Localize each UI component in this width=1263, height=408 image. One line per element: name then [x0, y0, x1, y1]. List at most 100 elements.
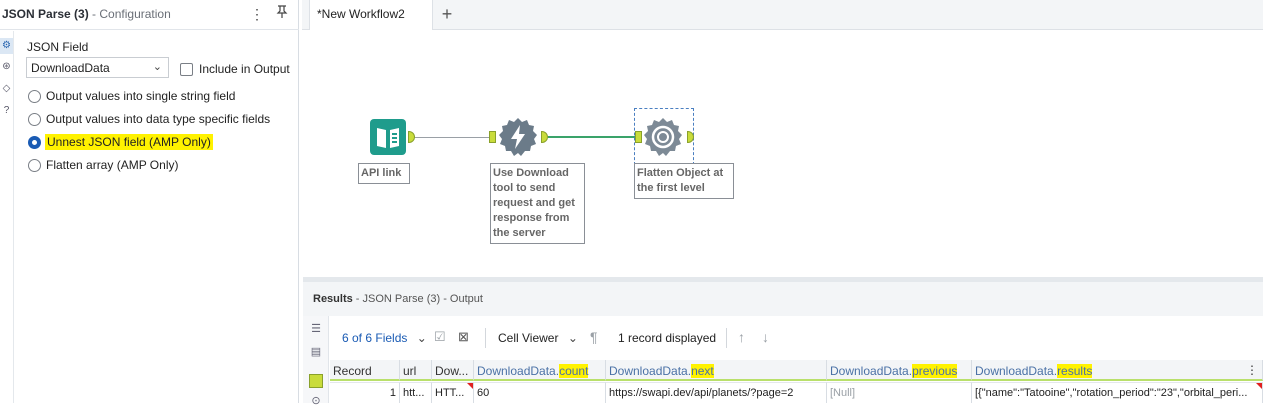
input-anchor-icon[interactable]: ⊙	[311, 395, 321, 407]
tool-label-line: API link	[361, 167, 402, 179]
output-anchor[interactable]	[408, 131, 415, 143]
column-header-text: Dow...	[435, 364, 469, 378]
results-side-toolbar: ☰ ▤ ⊙	[303, 316, 329, 407]
output-anchor[interactable]	[541, 131, 548, 143]
tool-label-download[interactable]: Use Download tool to send request and ge…	[490, 163, 585, 244]
tool-label-api-link[interactable]: API link	[358, 163, 410, 184]
option-flatten-radio[interactable]	[28, 159, 41, 172]
results-grid: Record url Dow... DownloadData.count Dow…	[330, 360, 1263, 403]
truncated-indicator-icon	[1256, 383, 1262, 389]
cell-next[interactable]: https://swapi.dev/api/planets/?page=2	[606, 382, 827, 403]
column-header-prefix: DownloadData.	[609, 364, 692, 378]
help-icon[interactable]: ?	[3, 105, 10, 116]
more-options-icon[interactable]: ⋮	[250, 6, 264, 22]
list-icon[interactable]: ☰	[311, 323, 321, 335]
column-header-suffix: next	[691, 364, 714, 378]
tag-icon[interactable]: ◇	[2, 83, 11, 94]
cell-results[interactable]: [{"name":"Tatooine","rotation_period":"2…	[972, 382, 1263, 403]
option-unnest-label: Unnest JSON field (AMP Only)	[45, 134, 213, 150]
include-in-output-label: Include in Output	[199, 62, 290, 76]
clear-filter-icon[interactable]: ⊠	[458, 329, 469, 344]
json-parse-icon[interactable]	[643, 117, 683, 157]
cell-text: htt...	[403, 387, 425, 399]
cell-viewer-dropdown[interactable]: Cell Viewer ⌄	[498, 331, 578, 345]
config-subtitle: - Configuration	[88, 7, 171, 21]
column-header-text: Record	[333, 364, 372, 378]
column-header-prefix: DownloadData.	[830, 364, 913, 378]
results-title-main: Results	[313, 293, 353, 305]
include-in-output-checkbox[interactable]	[180, 63, 193, 76]
json-field-value: DownloadData	[31, 61, 110, 75]
add-tab-button[interactable]: +	[441, 4, 453, 24]
json-field-select[interactable]: DownloadData ⌄	[26, 57, 169, 78]
tab-new-workflow2[interactable]: *New Workflow2	[309, 0, 433, 30]
pin-icon[interactable]	[273, 4, 291, 24]
connection-icon[interactable]: ⊛	[2, 61, 11, 72]
config-title: JSON Parse (3) - Configuration	[2, 7, 171, 21]
more-options-icon[interactable]: ⋮	[1246, 363, 1258, 377]
configuration-panel: JSON Parse (3) - Configuration ⋮ ⚙ ⊛ ◇ ?…	[0, 0, 299, 403]
column-header-record[interactable]: Record	[330, 360, 400, 381]
tool-label-line: Flatten Object at	[637, 167, 724, 179]
config-side-toolbar: ⚙ ⊛ ◇ ?	[0, 31, 14, 403]
option-single-string-label: Output values into single string field	[46, 89, 236, 103]
tool-label-line: request and get	[493, 197, 575, 209]
cell-url[interactable]: htt...	[400, 382, 432, 403]
tool-label-line: tool to send	[493, 182, 556, 194]
json-field-label: JSON Field	[27, 40, 89, 54]
results-title: Results - JSON Parse (3) - Output	[313, 293, 483, 305]
column-header-prefix: DownloadData.	[975, 364, 1058, 378]
workflow-tab-bar	[302, 0, 1263, 30]
cell-count[interactable]: 60	[474, 382, 606, 403]
connection-line-1	[414, 137, 490, 138]
option-unnest-radio[interactable]	[28, 136, 41, 149]
lightning-icon[interactable]	[498, 117, 538, 157]
column-header-count[interactable]: DownloadData.count	[474, 360, 606, 381]
column-header-results[interactable]: DownloadData.results⋮	[972, 360, 1263, 381]
cell-record[interactable]: 1	[330, 382, 400, 403]
output-anchor-icon[interactable]	[309, 374, 323, 388]
column-header-downloaddata[interactable]: Dow...	[432, 360, 474, 381]
results-subtitle: - JSON Parse (3) - Output	[352, 293, 483, 305]
edit-icon[interactable]: ☑	[434, 329, 446, 344]
connection-line-2	[548, 136, 636, 138]
tool-label-flatten[interactable]: Flatten Object at the first level	[634, 163, 734, 199]
fields-dropdown[interactable]: 6 of 6 Fields ⌄	[342, 331, 427, 345]
toolbar-separator	[485, 328, 486, 348]
cell-downloaddata[interactable]: HTT...	[432, 382, 474, 403]
input-anchor[interactable]	[635, 131, 642, 143]
fields-dropdown-label: 6 of 6 Fields	[342, 331, 408, 345]
column-header-suffix: previous	[912, 364, 958, 378]
option-data-type-radio[interactable]	[28, 113, 41, 126]
tool-label-line: Use Download	[493, 167, 569, 179]
chevron-down-icon: ⌄	[416, 331, 427, 345]
tool-label-line: the server	[493, 227, 546, 239]
records-count: 1 record displayed	[618, 331, 717, 345]
tool-label-line: the first level	[637, 182, 705, 194]
book-icon[interactable]	[369, 118, 407, 156]
input-anchor[interactable]	[489, 131, 496, 143]
gear-icon[interactable]: ⚙	[0, 38, 13, 54]
toolbar-separator	[726, 328, 727, 348]
column-header-text: url	[403, 364, 417, 378]
workflow-canvas[interactable]: API link Use Download tool to send reque…	[303, 31, 1263, 277]
column-header-url[interactable]: url	[400, 360, 432, 381]
option-single-string-radio[interactable]	[28, 90, 41, 103]
column-header-prefix: DownloadData.	[477, 364, 560, 378]
chevron-down-icon: ⌄	[567, 331, 578, 345]
cell-previous[interactable]: [Null]	[827, 382, 972, 403]
column-header-next[interactable]: DownloadData.next	[606, 360, 827, 381]
pilcrow-icon[interactable]: ¶	[590, 329, 598, 345]
chevron-down-icon: ⌄	[152, 61, 162, 73]
config-tool-name: JSON Parse (3)	[2, 7, 89, 21]
panel-splitter[interactable]	[303, 277, 1263, 282]
cell-viewer-label: Cell Viewer	[498, 331, 559, 345]
message-icon[interactable]: ▤	[310, 346, 322, 358]
truncated-indicator-icon	[467, 383, 473, 389]
arrow-down-icon[interactable]: ↓	[762, 329, 769, 345]
arrow-up-icon[interactable]: ↑	[738, 329, 745, 345]
column-header-previous[interactable]: DownloadData.previous	[827, 360, 972, 381]
tool-label-line: response from	[493, 212, 570, 224]
cell-text: [{"name":"Tatooine","rotation_period":"2…	[975, 387, 1248, 399]
tab-label: *New Workflow2	[317, 7, 405, 21]
